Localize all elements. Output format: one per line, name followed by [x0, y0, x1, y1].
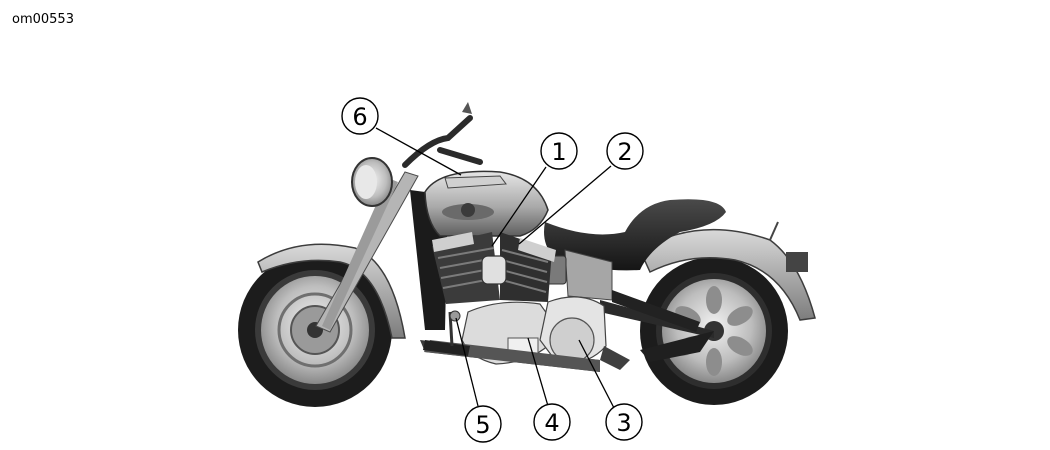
seat	[544, 199, 726, 271]
leader-line-4	[527, 337, 549, 407]
leader-line-3	[578, 339, 615, 409]
callout-6-circle	[341, 97, 379, 135]
callout-2-circle	[606, 132, 644, 170]
callout-1-circle	[540, 132, 578, 170]
callout-4-circle	[533, 403, 571, 441]
callout-1-number: 1	[551, 138, 566, 166]
callouts: 1 2 3 4 5 6	[341, 97, 644, 443]
leader-line-6	[375, 127, 462, 176]
callout-2-number: 2	[617, 138, 632, 166]
engine	[432, 232, 556, 304]
callout-3-circle	[605, 403, 643, 441]
front-fender	[257, 243, 406, 339]
callout-4-number: 4	[544, 409, 559, 437]
leader-line-5	[455, 317, 479, 407]
callout-1: 1	[540, 132, 578, 170]
figure-id-label: om00553	[12, 12, 74, 27]
headlight	[351, 157, 393, 207]
callout-4: 4	[533, 403, 571, 441]
leader-line-1	[491, 166, 547, 247]
front-wheel	[238, 253, 392, 407]
leader-line-2	[518, 165, 612, 245]
callout-6: 6	[341, 97, 379, 135]
callout-2: 2	[606, 132, 644, 170]
rear-fender	[639, 228, 816, 321]
callout-3: 3	[605, 403, 643, 441]
motorcycle-illustration	[238, 102, 816, 407]
callout-6-number: 6	[352, 103, 367, 131]
callout-5-circle	[464, 405, 502, 443]
tail-light	[786, 252, 808, 272]
callout-5: 5	[464, 405, 502, 443]
callout-3-number: 3	[616, 409, 631, 437]
handlebar	[402, 115, 483, 168]
callout-5-number: 5	[475, 411, 490, 439]
leader-lines	[375, 127, 615, 409]
